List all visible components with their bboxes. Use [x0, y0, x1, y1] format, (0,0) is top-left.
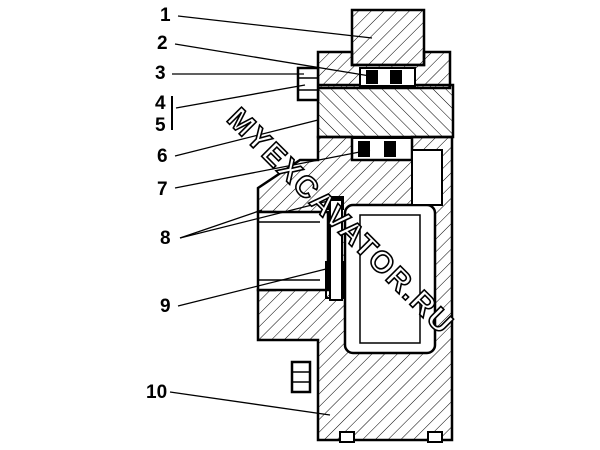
part-6-pin	[316, 83, 455, 139]
leader-7	[174, 149, 371, 189]
leader-8b	[179, 209, 263, 239]
leader-2	[174, 43, 371, 77]
part-7-bearing-lower	[351, 137, 413, 161]
callout-5: 5	[155, 115, 166, 136]
leader-4	[175, 84, 306, 109]
part-3-bolt	[296, 66, 320, 102]
callout-7: 7	[157, 179, 168, 200]
callout-10: 10	[146, 382, 168, 403]
callout-1: 1	[160, 5, 171, 26]
leader-8a	[179, 199, 333, 239]
leader-6	[174, 119, 319, 157]
part-2-bearing-upper	[359, 67, 416, 87]
leader-10	[169, 391, 331, 416]
callout-6: 6	[157, 146, 168, 167]
bottom-bolt	[290, 360, 312, 394]
callout-9: 9	[160, 296, 171, 317]
callout-8: 8	[160, 228, 171, 249]
callout-2: 2	[157, 33, 168, 54]
part-8-seals	[325, 196, 345, 301]
inner-cavity	[343, 149, 443, 355]
leader-lines	[169, 15, 373, 416]
leader-1	[177, 15, 373, 39]
leader-9	[177, 267, 331, 307]
callout-3: 3	[155, 63, 166, 84]
callout-4: 4	[155, 93, 166, 114]
